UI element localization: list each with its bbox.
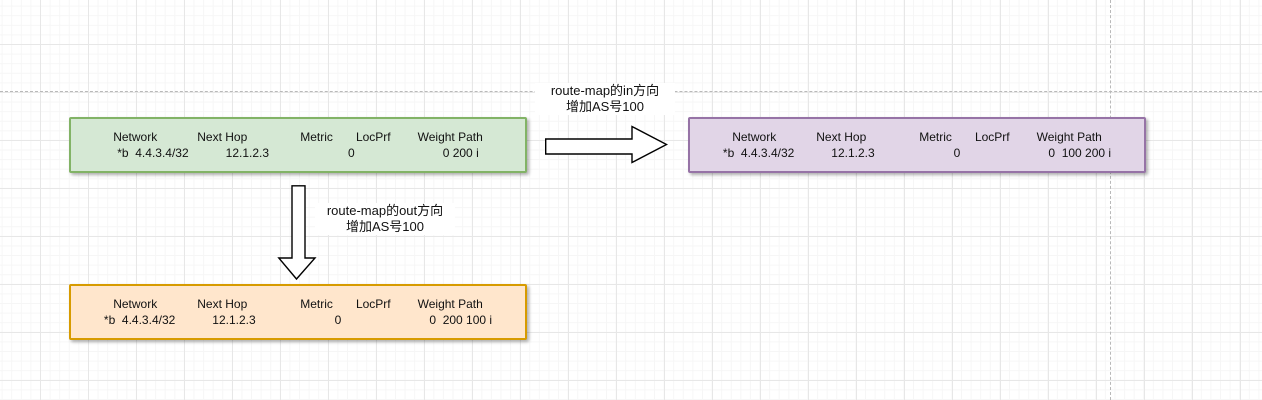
header-metric: Metric [300, 130, 333, 144]
value-next-hop: 12.1.2.3 [212, 313, 256, 327]
label-line2: 增加AS号100 [345, 219, 425, 234]
header-next-hop: Next Hop [197, 130, 248, 144]
table-value-row: *b 4.4.3.4/32 12.1.2.3 0 0 200 i [71, 145, 525, 161]
table-header-row: Network Next Hop Metric LocPrf Weight Pa… [71, 296, 525, 312]
label-line1: route-map的out方向 [326, 203, 444, 218]
value-weight-path: 0 200 100 i [429, 313, 493, 327]
label-route-map-out[interactable]: route-map的out方向 增加AS号100 [315, 203, 455, 235]
bgp-table-out-result[interactable]: Network Next Hop Metric LocPrf Weight Pa… [69, 284, 527, 340]
header-weight-path: Weight Path [417, 297, 483, 311]
block-arrow-right-icon[interactable] [544, 125, 669, 164]
bgp-table-original[interactable]: Network Next Hop Metric LocPrf Weight Pa… [69, 117, 527, 173]
bgp-table-in-result[interactable]: Network Next Hop Metric LocPrf Weight Pa… [688, 117, 1146, 173]
value-network: *b 4.4.3.4/32 [722, 146, 795, 160]
page-boundary-vertical [1110, 0, 1111, 400]
header-weight-path: Weight Path [417, 130, 483, 144]
header-metric: Metric [300, 297, 333, 311]
header-network: Network [732, 130, 777, 144]
value-metric: 0 [348, 146, 355, 160]
header-next-hop: Next Hop [816, 130, 867, 144]
value-metric: 0 [953, 146, 961, 160]
label-line1: route-map的in方向 [550, 83, 660, 98]
value-metric: 0 [334, 313, 342, 327]
value-weight-path: 0 100 200 i [1048, 146, 1112, 160]
header-locprf: LocPrf [355, 130, 391, 144]
table-value-row: *b 4.4.3.4/32 12.1.2.3 0 0 100 200 i [690, 145, 1144, 161]
header-metric: Metric [919, 130, 952, 144]
label-line2: 增加AS号100 [565, 99, 645, 114]
header-next-hop: Next Hop [197, 297, 248, 311]
value-network: *b 4.4.3.4/32 [103, 313, 176, 327]
header-locprf: LocPrf [974, 130, 1010, 144]
value-weight-path: 0 200 i [442, 146, 479, 160]
header-locprf: LocPrf [355, 297, 391, 311]
value-next-hop: 12.1.2.3 [831, 146, 875, 160]
header-weight-path: Weight Path [1036, 130, 1102, 144]
table-header-row: Network Next Hop Metric LocPrf Weight Pa… [71, 129, 525, 145]
table-value-row: *b 4.4.3.4/32 12.1.2.3 0 0 200 100 i [71, 312, 525, 328]
header-network: Network [113, 130, 158, 144]
label-route-map-in[interactable]: route-map的in方向 增加AS号100 [535, 83, 675, 115]
value-next-hop: 12.1.2.3 [225, 146, 270, 160]
header-network: Network [113, 297, 158, 311]
table-header-row: Network Next Hop Metric LocPrf Weight Pa… [690, 129, 1144, 145]
block-arrow-down-icon[interactable] [277, 185, 317, 281]
value-network: *b 4.4.3.4/32 [117, 146, 189, 160]
